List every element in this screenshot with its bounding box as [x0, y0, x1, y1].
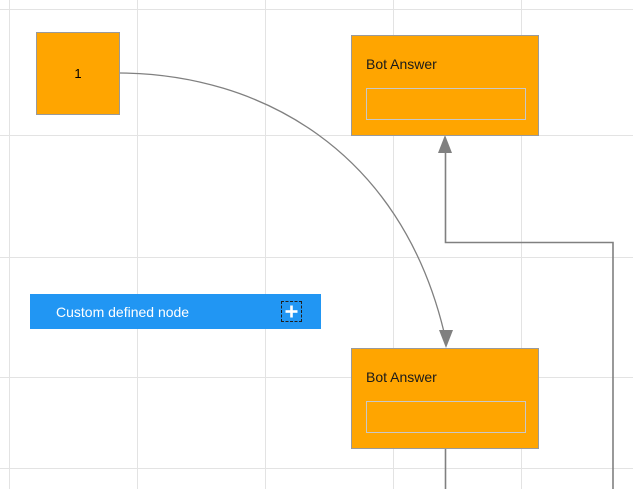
arrowhead-up-bot-answer-1 — [438, 135, 452, 153]
flow-node-bot-answer-top[interactable]: Bot Answer — [351, 35, 539, 136]
connector-curve-node1-to-bot-answer-2[interactable] — [119, 72, 445, 333]
flow-node-1-label: 1 — [74, 66, 82, 81]
custom-defined-node-bar[interactable]: Custom defined node — [30, 294, 321, 329]
bot-answer-bottom-message-slot[interactable] — [366, 401, 526, 433]
custom-defined-node-label: Custom defined node — [56, 303, 190, 320]
bot-answer-top-message-slot[interactable] — [366, 88, 526, 120]
bot-answer-top-title: Bot Answer — [366, 56, 437, 72]
connector-orthogonal-bot-answer-2-to-bot-answer-1[interactable] — [444, 150, 614, 489]
bot-answer-bottom-title: Bot Answer — [366, 369, 437, 385]
arrowhead-down-bot-answer-2 — [439, 330, 453, 348]
plus-icon[interactable] — [281, 301, 302, 322]
flow-node-bot-answer-bottom[interactable]: Bot Answer — [351, 348, 539, 449]
flow-node-1[interactable]: 1 — [36, 32, 120, 115]
